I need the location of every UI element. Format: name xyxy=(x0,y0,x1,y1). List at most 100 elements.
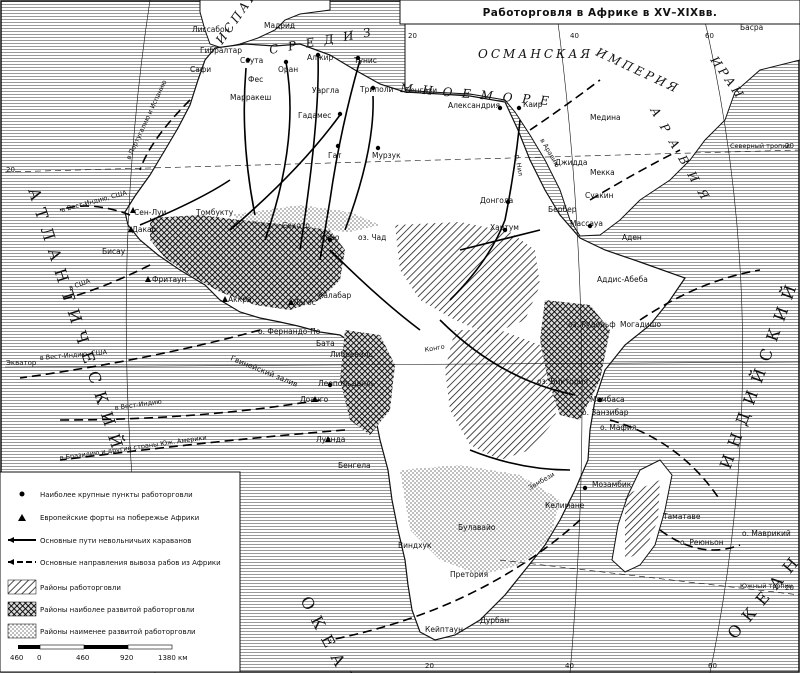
export-route xyxy=(59,264,151,301)
city-mecca: Мекка xyxy=(590,168,615,177)
caravan-route xyxy=(139,179,231,226)
city-luanda: Луанда xyxy=(316,435,345,444)
caravan-route xyxy=(344,95,374,231)
city-windhoek: Виндхук xyxy=(398,541,432,550)
scale-tick: 920 xyxy=(120,654,133,662)
indian-ocean-label: И Н Д И Й С К И Й xyxy=(715,280,800,471)
scale-segment xyxy=(39,644,85,650)
export-route xyxy=(529,79,601,131)
route-label: в Аравию xyxy=(538,137,561,169)
city-gibraltar: Гибралтар xyxy=(200,46,242,55)
trade-regions xyxy=(150,205,660,575)
trade-point-marker xyxy=(582,485,588,491)
city-massawa: Массауа xyxy=(570,219,603,228)
caravan-route xyxy=(299,54,319,251)
river-label: Конго xyxy=(424,343,445,354)
atlantic-ocean-label-2: О К Е А Н xyxy=(296,593,360,673)
legend: Наиболее крупные пункты работорговли Евр… xyxy=(7,491,221,639)
caravan-route xyxy=(469,449,571,471)
legend-dense-swatch xyxy=(7,601,37,617)
scale-tick: 460 xyxy=(10,654,23,662)
city-lake-rudolf: оз. Рудольф xyxy=(568,320,616,329)
export-route xyxy=(639,269,761,321)
route-label: в Португалию и Испанию xyxy=(125,78,169,160)
trade-point-marker xyxy=(337,111,343,117)
city-alexandria: Александрия xyxy=(448,101,500,110)
trade-point-marker xyxy=(335,143,341,149)
legend-arrow-icon xyxy=(8,537,14,543)
city-calabar: Калабар xyxy=(318,291,352,300)
city-lagos: Лагос xyxy=(293,298,316,307)
trade-point-marker xyxy=(375,145,381,151)
export-routes xyxy=(19,79,761,641)
east-africa-dense-region xyxy=(540,300,610,420)
trade-point-marker xyxy=(505,199,511,205)
city-reunion: о. Реюньон xyxy=(680,538,724,547)
caravan-route xyxy=(439,319,576,396)
trade-point-marker xyxy=(283,59,289,65)
equator-label: Экватор xyxy=(6,359,37,367)
city-mombasa: Момбаса xyxy=(590,395,625,404)
region-empire: ИМПЕРИЯ xyxy=(593,45,682,97)
city-bata: Бата xyxy=(316,339,335,348)
city-fernando-po: о. Фернандо-По xyxy=(258,327,321,336)
caravan-route xyxy=(229,114,341,231)
export-route xyxy=(609,419,721,501)
lon-label: 40 xyxy=(565,662,574,670)
fort-marker xyxy=(222,296,228,302)
export-route xyxy=(329,519,581,641)
title-box xyxy=(399,0,800,25)
city-sokoto: Сокото xyxy=(282,221,310,230)
legend-item-dense: Районы наиболее развитой работорговли xyxy=(40,606,195,614)
city-mogadishu: Могадишо xyxy=(620,320,662,329)
export-route xyxy=(59,399,321,421)
city-fez: Фес xyxy=(248,75,263,84)
city-dakar: Дакар xyxy=(132,225,157,234)
indian-ocean-label-2: О К Е А Н xyxy=(724,553,800,643)
legend-item-sparse: Районы наименее развитой работорговли xyxy=(40,628,196,636)
coordinate-labels: 20 20 Экватор 20 20 40 60 20 40 60 Север… xyxy=(6,32,794,670)
city-khartoum: Хартум xyxy=(490,223,519,232)
export-route xyxy=(59,205,131,216)
west-africa-dense-region xyxy=(150,215,345,310)
lon-label: 20 xyxy=(408,32,417,40)
trade-point-marker xyxy=(355,55,361,61)
route-label: в Вест-Индию, США xyxy=(60,189,128,214)
river-label: Замбези xyxy=(527,470,556,491)
scale-segment xyxy=(18,645,40,649)
city-algiers: Алжир xyxy=(307,53,334,62)
city-accra: Аккра xyxy=(228,295,252,304)
legend-item-export: Основные направления вывоза рабов из Афр… xyxy=(40,559,221,567)
equator-line xyxy=(4,361,800,368)
region-ottoman: ОСМАНСКАЯ xyxy=(478,47,593,61)
city-capetown: Кейптаун xyxy=(425,625,463,634)
caravan-route xyxy=(319,59,361,261)
city-timbuktu: Томбукту xyxy=(195,208,234,217)
northern-tropic-label: Северный тропик xyxy=(730,142,791,150)
city-medina: Медина xyxy=(590,113,621,122)
city-durban: Дурбан xyxy=(480,616,509,625)
legend-item-points: Наиболее крупные пункты работорговли xyxy=(40,491,193,499)
caravan-route xyxy=(329,249,421,331)
legend-fort-icon xyxy=(18,514,26,521)
trade-point-marker xyxy=(327,382,333,388)
city-lake-victoria: оз. Виктория xyxy=(537,377,588,386)
scale-bar: 460 0 460 920 1380 км xyxy=(10,644,188,662)
caravan-routes xyxy=(139,54,576,471)
export-route xyxy=(59,429,346,461)
city-mafia: о. Мафия xyxy=(600,423,636,432)
city-zanzibar: о. Занзибар xyxy=(582,408,629,417)
city-murzuk: Мурзук xyxy=(372,151,401,160)
city-tunis: Тунис xyxy=(353,56,377,65)
central-africa-region xyxy=(445,330,560,460)
atlantic-ocean-label: А Т Л А Н Т И Ч Е С К И Й xyxy=(24,185,128,452)
city-leopoldville: Леопольдвиль xyxy=(318,379,375,388)
fort-marker xyxy=(288,299,294,305)
city-mauritius: о. Маврикий xyxy=(742,529,791,538)
city-tamatave: Таматаве xyxy=(662,512,701,521)
city-mozambique: Мозамбик xyxy=(592,480,632,489)
fort-marker xyxy=(325,436,331,442)
trade-point-marker xyxy=(315,52,321,58)
legend-point-icon xyxy=(19,491,25,497)
